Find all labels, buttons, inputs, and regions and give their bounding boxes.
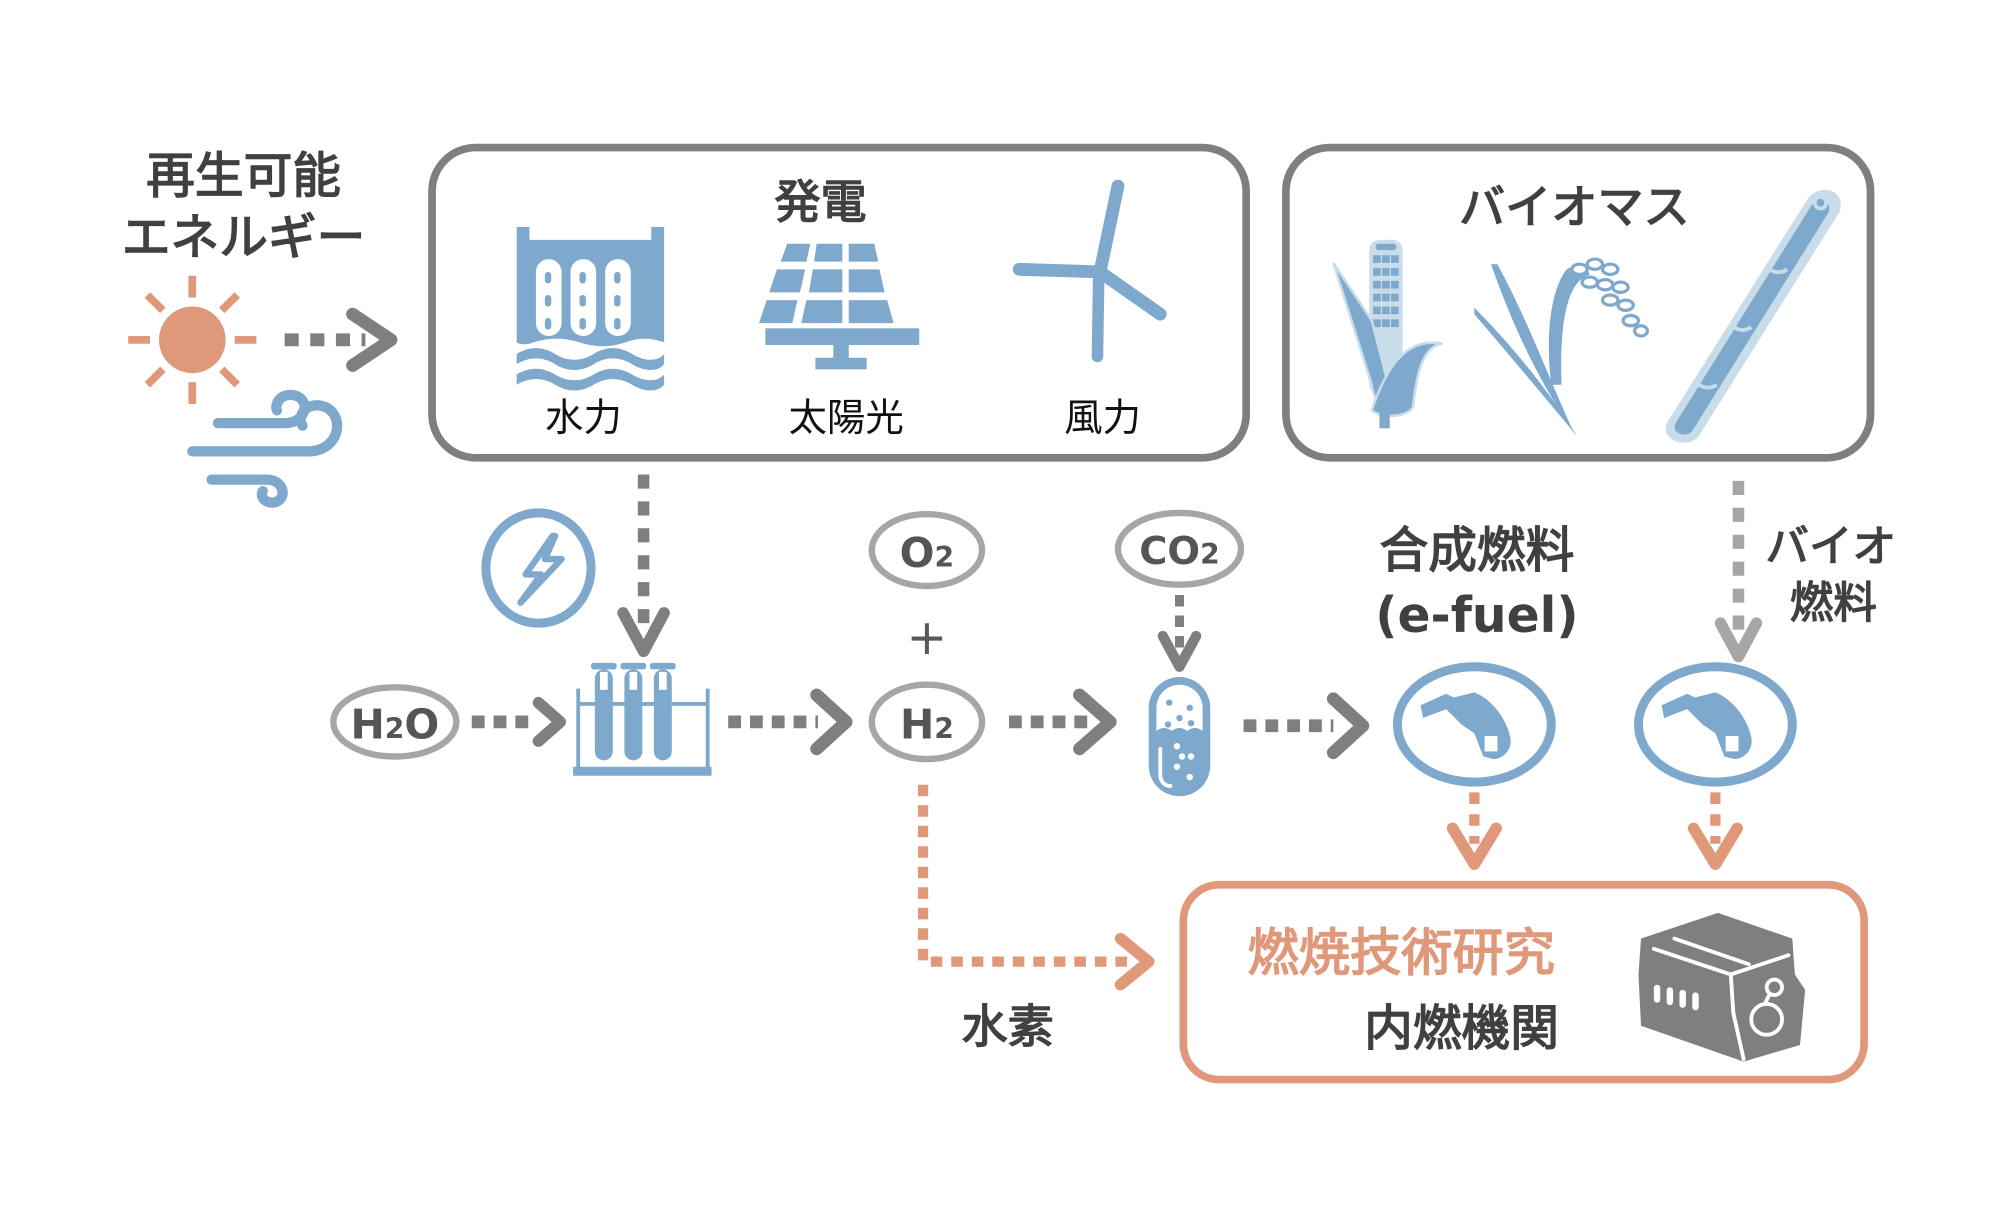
arrow-biofuel-to-combustion [1687,792,1743,870]
water-molecule: H2O [330,684,460,760]
biofuel-nozzle-icon [1633,662,1797,787]
co2-sub: 2 [1200,538,1220,571]
wind-turbine-icon [1012,179,1167,363]
co2-base: CO [1139,529,1200,574]
arrow-power-to-electrolysis [617,474,670,658]
wind-icon [187,389,343,508]
reactor-capsule-icon [1148,677,1211,797]
biomass-title: バイオマス [1459,180,1690,234]
renewable-title-line1: 再生可能 [146,148,341,204]
hydrogen-sub: 2 [934,713,954,746]
wind-label: 風力 [1064,396,1141,441]
biofuel-title-line2: 燃料 [1790,579,1877,629]
svg-text:CO2: CO2 [1139,529,1220,574]
synthetic-fuel-title: 合成燃料 [1380,523,1575,579]
sun-icon [128,275,257,404]
oxygen-base: O [900,529,935,577]
arrow-renewable-to-power [284,307,398,372]
hydro-label: 水力 [545,396,622,441]
solar-label: 太陽光 [788,396,903,441]
oxygen-molecule: O2 [868,511,986,590]
combustion-subtitle: 内燃機関 [1364,1001,1559,1057]
power-generation-title: 発電 [774,175,866,229]
arrow-biomass-to-biofuel [1714,480,1763,663]
oxygen-sub: 2 [935,541,955,574]
water-base: H [350,701,384,749]
arrow-hydrogen-to-combustion [917,784,1155,991]
corn-icon [1332,239,1443,429]
hydrogen-path-label: 水素 [962,999,1054,1053]
engine-icon [1638,912,1806,1062]
renewable-energy-label: 再生可能 エネルギー [122,148,366,266]
lightning-icon [481,508,596,628]
solar-panel-icon [758,243,920,370]
co2-molecule: CO2 [1114,509,1245,588]
hydro-dam-icon [516,227,665,391]
hydrogen-molecule: H2 [868,681,986,763]
arrow-efuel-to-combustion [1446,792,1502,870]
combustion-title: 燃焼技術研究 [1247,924,1555,984]
arrow-co2-to-reactor [1157,594,1202,672]
arrow-electrolysis-to-hydrogen [728,688,853,756]
arrow-reactor-to-efuel [1243,692,1370,760]
efuel-nozzle-icon [1392,662,1556,787]
biofuel-title-line1: バイオ [1765,523,1896,573]
power-generation-box: 発電 水力 [428,143,1251,462]
sugarcane-icon [1665,189,1841,443]
arrow-water-to-electrolysis [471,696,567,747]
biomass-box: バイオマス [1282,143,1875,462]
arrow-hydrogen-to-reactor [1008,688,1117,756]
plus-sign: + [907,610,948,666]
renewable-title-line2: エネルギー [122,210,366,266]
hydrogen-base: H [900,701,934,749]
svg-text:H2: H2 [900,701,954,749]
water-sub: 2 [385,713,405,746]
test-tubes-icon [573,662,712,776]
svg-text:H2O: H2O [350,701,439,749]
combustion-research-box: 燃焼技術研究 内燃機関 [1179,880,1868,1084]
synthetic-fuel-subtitle: (e-fuel) [1375,588,1578,644]
water-tail: O [404,701,439,749]
rice-plant-icon [1474,257,1650,436]
svg-text:O2: O2 [900,529,955,577]
